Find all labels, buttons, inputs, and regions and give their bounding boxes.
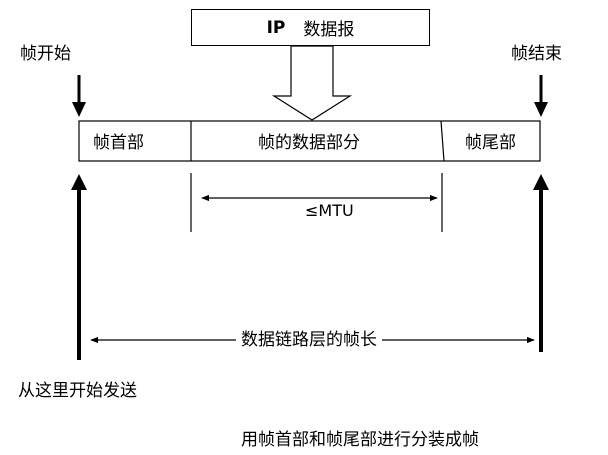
- frame-start-arrowhead: [72, 102, 86, 117]
- mtu-label: ≤MTU: [305, 201, 354, 221]
- right-boundary-arrowhead: [533, 174, 549, 190]
- caption: 用帧首部和帧尾部进行分装成帧: [241, 430, 479, 450]
- frame-data-label: 帧的数据部分: [258, 133, 360, 153]
- frame-end-arrowhead: [534, 102, 548, 117]
- frame-end-label: 帧结束: [511, 44, 562, 64]
- frame-start-label: 帧开始: [20, 44, 71, 64]
- frame-box: [78, 120, 541, 162]
- frame-length-label: 数据链路层的帧长: [236, 330, 382, 350]
- ip-datagram-box: IP 数据报: [191, 9, 430, 46]
- ip-datagram-label: 数据报: [303, 20, 355, 40]
- frame-header-label: 帧首部: [93, 133, 144, 153]
- ip-datagram-abbr: IP: [266, 17, 286, 38]
- left-boundary-arrowhead: [71, 174, 87, 190]
- encapsulation-arrow: [271, 45, 353, 121]
- send-start-label: 从这里开始发送: [18, 381, 137, 401]
- frame-trailer-label: 帧尾部: [465, 133, 516, 153]
- trailer-divider: [440, 120, 445, 162]
